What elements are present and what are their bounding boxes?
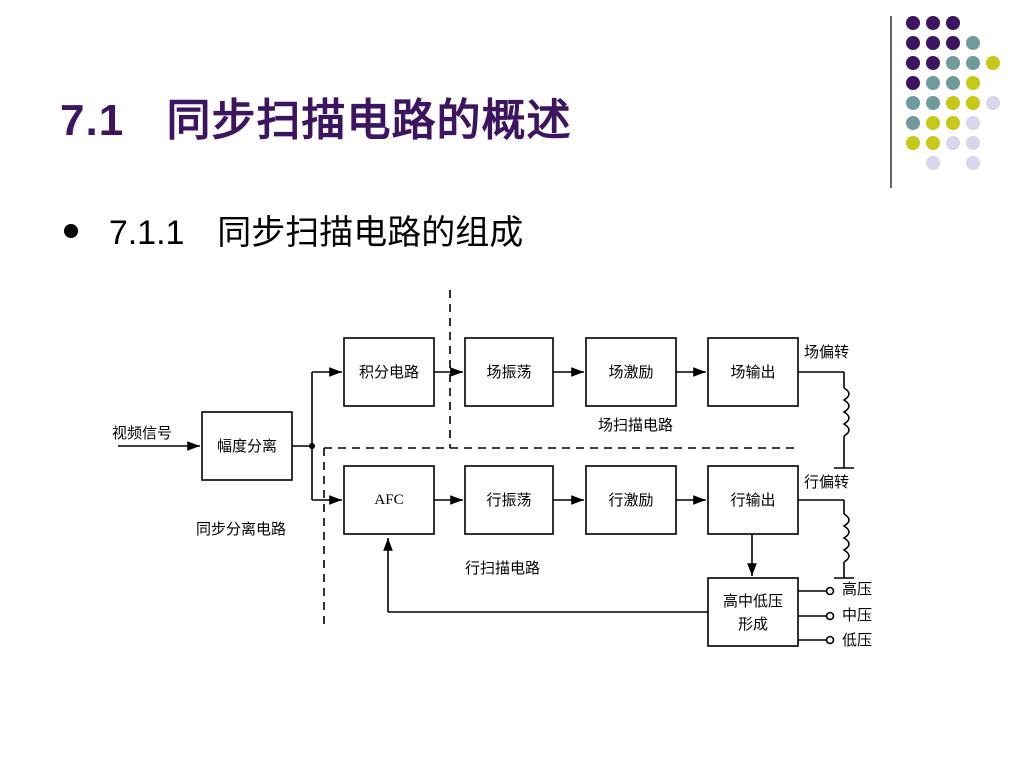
bullet-dot-icon — [64, 223, 78, 238]
sync-scan-circuit-diagram: 视频信号 幅度分离 同步分离电路 积分电路 场振荡 场激励 场输出 场扫描电路 … — [100, 282, 900, 662]
bullet-text: 同步扫描电路的组成 — [217, 213, 524, 253]
high-voltage-terminal-icon — [825, 586, 835, 596]
split-node-icon — [309, 443, 315, 449]
decorative-dot-icon — [906, 116, 920, 130]
decorative-dot-icon — [906, 36, 920, 50]
high-voltage-label: 高压 — [842, 580, 873, 598]
bullet-item: 7.1.1 同步扫描电路的组成 — [64, 205, 523, 254]
decorative-dot-icon — [966, 136, 980, 150]
decorative-dot-icon — [946, 16, 960, 30]
decorative-dot-icon — [926, 36, 940, 50]
decorative-dot-icon — [906, 96, 920, 110]
decorative-dot-icon — [926, 76, 940, 90]
medium-voltage-label: 中压 — [842, 606, 873, 624]
decorative-dot-icon — [946, 136, 960, 150]
low-voltage-terminal-icon — [825, 635, 835, 645]
title-text: 同步扫描电路的概述 — [166, 95, 572, 146]
decorative-dot-icon — [986, 96, 1000, 110]
decorative-dot-icon — [966, 96, 980, 110]
decorative-dot-icon — [906, 16, 920, 30]
line-driver-label: 行激励 — [608, 491, 654, 509]
field-deflection-label: 场偏转 — [804, 343, 850, 361]
line-output-label: 行输出 — [730, 491, 776, 509]
decorative-dot-icon — [906, 136, 920, 150]
decorative-dot-icon — [946, 116, 960, 130]
decorative-dot-icon — [926, 96, 940, 110]
decorative-dot-icon — [926, 16, 940, 30]
field-oscillator-label: 场振荡 — [486, 363, 532, 381]
afc-label: AFC — [374, 492, 404, 508]
decorative-dot-icon — [966, 76, 980, 90]
medium-voltage-terminal-icon — [825, 611, 835, 621]
voltage-formation-label-line1: 高中低压 — [722, 592, 784, 610]
decorative-dot-icon — [926, 56, 940, 70]
decorative-dot-icon — [946, 56, 960, 70]
decorative-dot-icon — [926, 156, 940, 170]
field-scan-circuit-label: 场扫描电路 — [598, 416, 674, 434]
decorative-dot-icon — [926, 116, 940, 130]
low-voltage-label: 低压 — [842, 631, 873, 649]
decorative-dot-icon — [906, 56, 920, 70]
decorative-dot-icon — [966, 116, 980, 130]
line-oscillator-label: 行振荡 — [486, 491, 532, 509]
voltage-formation-label-line2: 形成 — [737, 615, 769, 633]
decorative-dot-icon — [946, 76, 960, 90]
field-driver-label: 场激励 — [608, 363, 654, 381]
decorative-dot-grid — [906, 16, 1006, 176]
line-deflection-label: 行偏转 — [804, 473, 850, 491]
block-voltage-formation — [707, 577, 799, 647]
decorative-dot-icon — [966, 56, 980, 70]
title-number: 7.1 — [60, 96, 125, 145]
integral-circuit-label: 积分电路 — [358, 363, 420, 381]
circuit-diagram-svg — [118, 290, 854, 647]
video-signal-label: 视频信号 — [112, 424, 173, 442]
page-title: 7.1 同步扫描电路的概述 — [60, 84, 572, 148]
decorative-dot-icon — [946, 36, 960, 50]
decorative-dot-icon — [966, 36, 980, 50]
amplitude-separation-label: 幅度分离 — [216, 437, 278, 455]
line-scan-circuit-label: 行扫描电路 — [465, 559, 541, 577]
bullet-number: 7.1.1 — [108, 214, 185, 252]
decorative-dot-icon — [946, 96, 960, 110]
decorative-dot-icon — [926, 136, 940, 150]
decorative-dot-icon — [966, 156, 980, 170]
decorative-dot-icon — [906, 76, 920, 90]
field-coil — [842, 387, 850, 437]
sync-separation-circuit-label: 同步分离电路 — [196, 520, 287, 538]
field-output-label: 场输出 — [730, 363, 776, 381]
title-divider — [890, 16, 892, 188]
decorative-dot-icon — [986, 56, 1000, 70]
line-coil — [842, 513, 850, 563]
